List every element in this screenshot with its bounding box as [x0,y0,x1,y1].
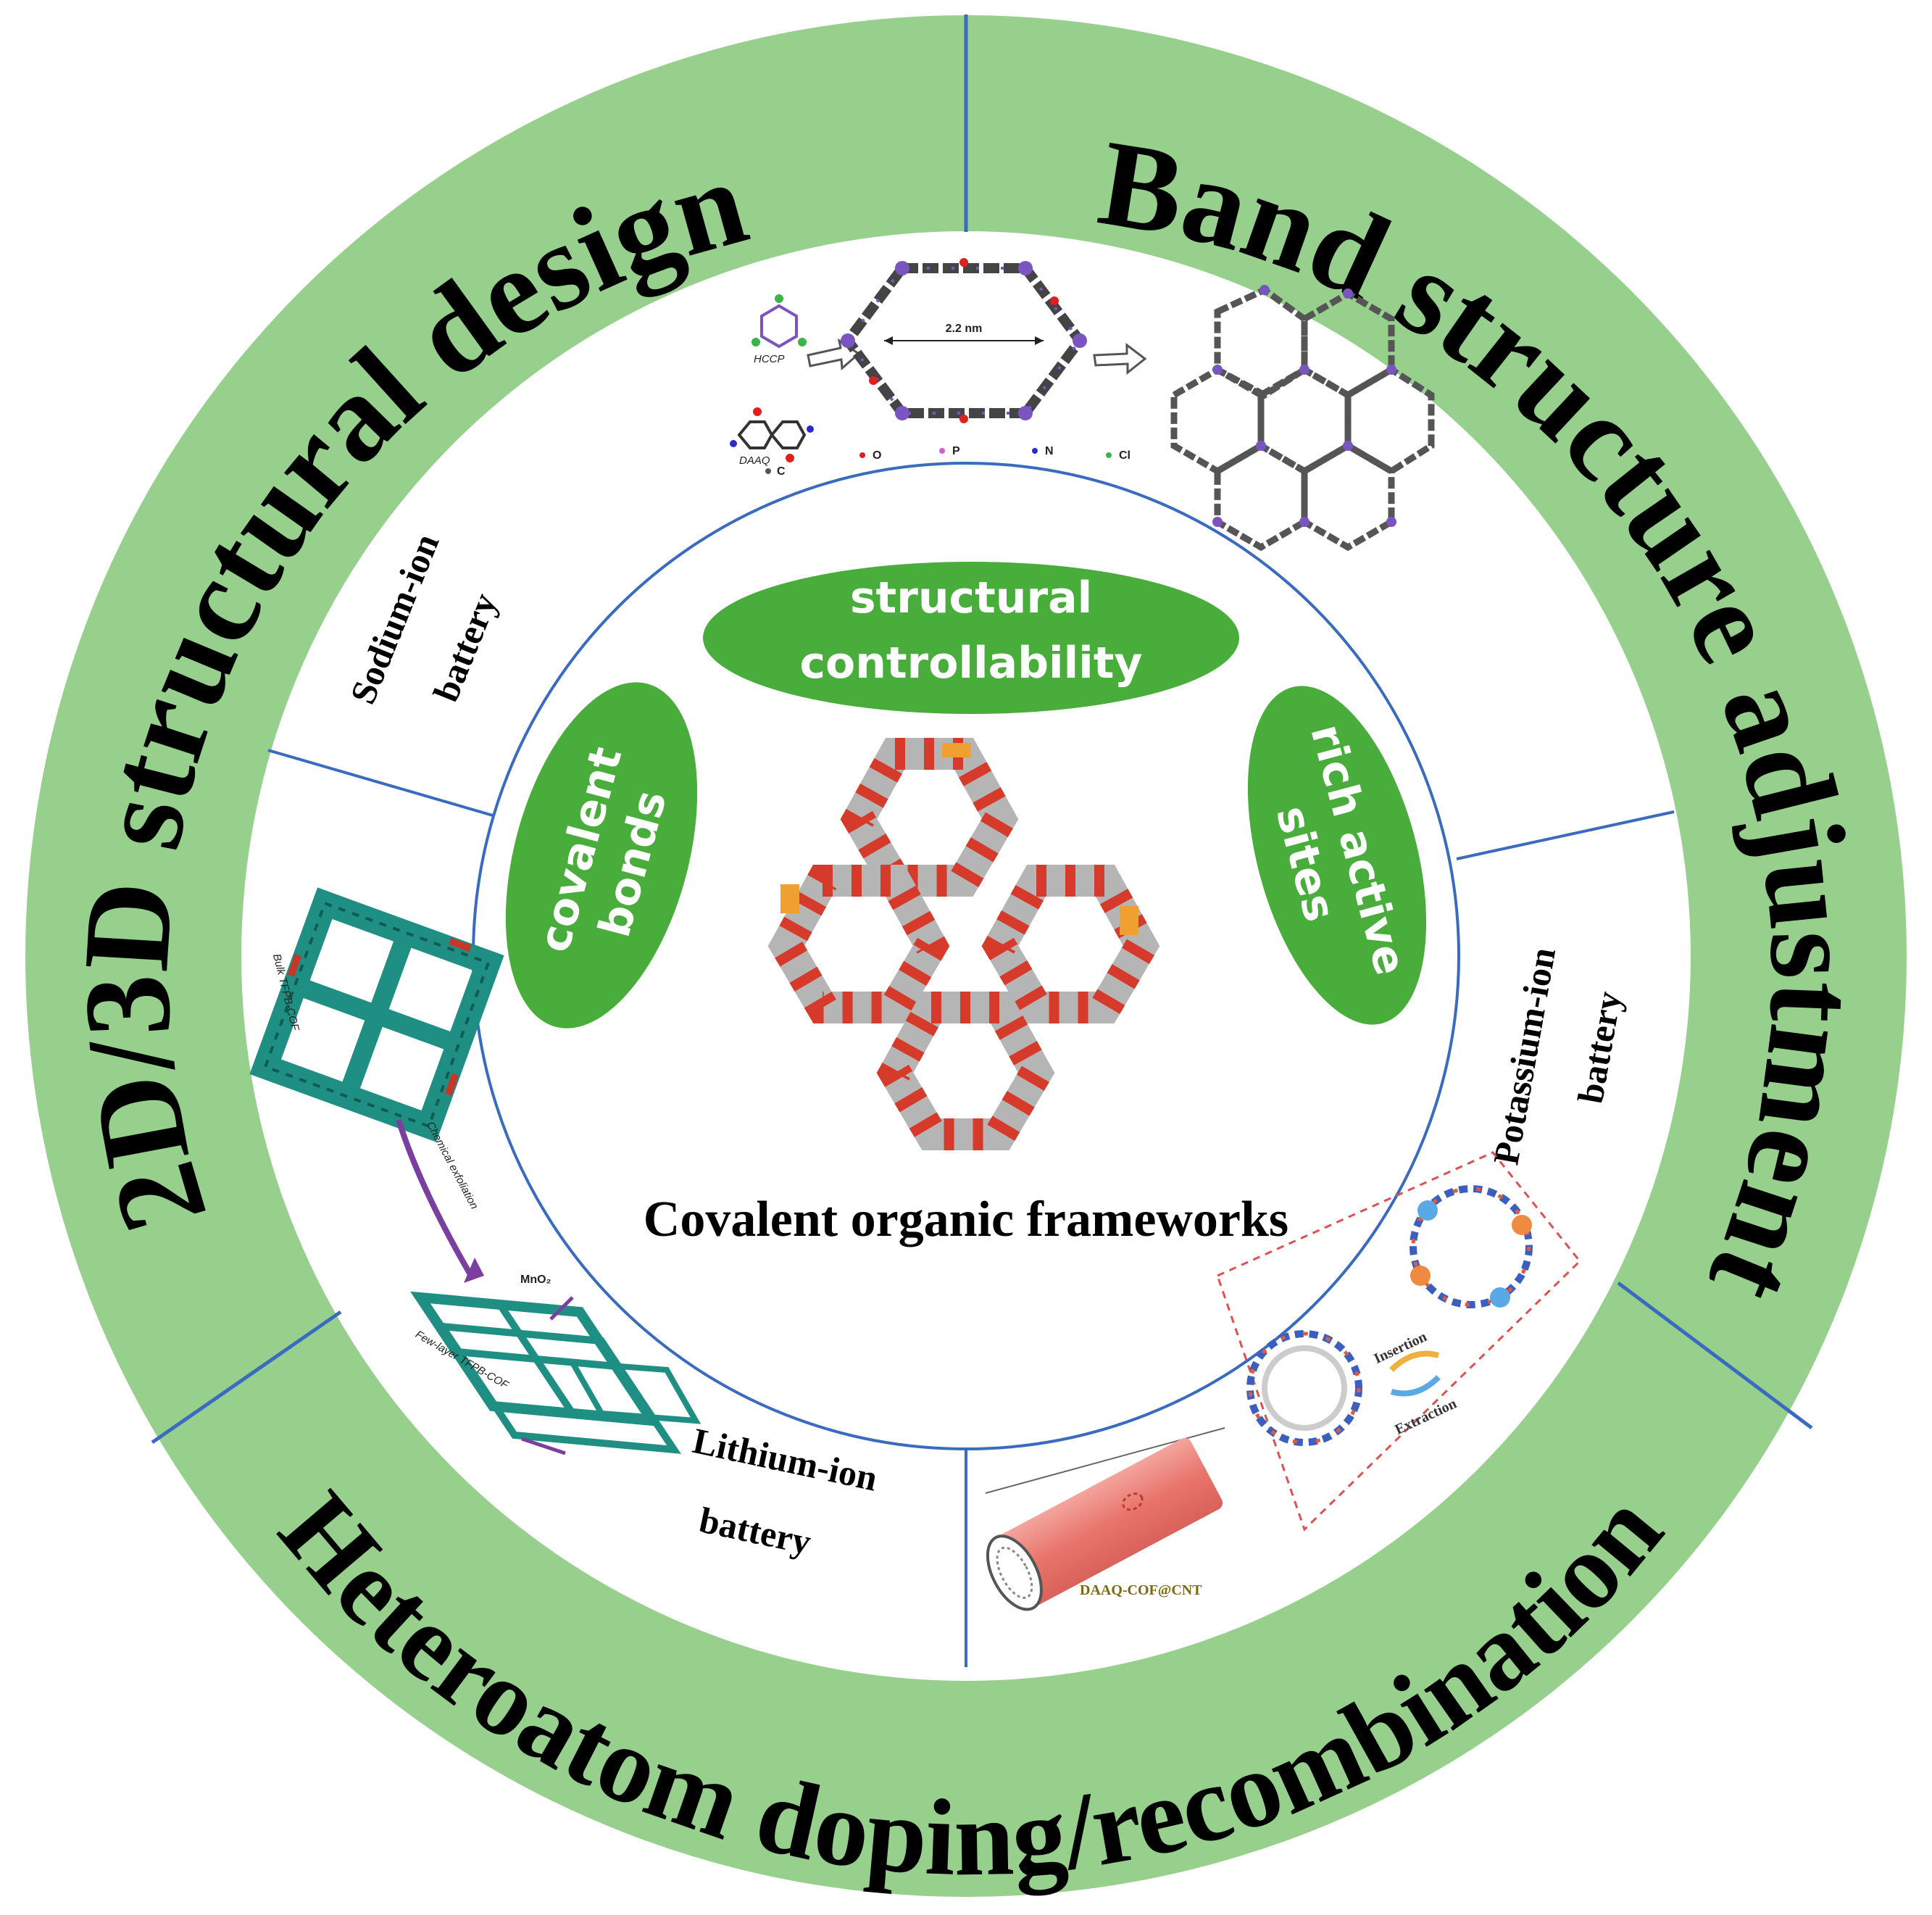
feature-structural-controllability: structural controllability [703,562,1239,714]
exfoliation-arrow [396,1118,474,1278]
legend-o: O [873,449,881,462]
outer-divider-right [1617,1281,1813,1430]
extended-framework-nodes [1212,285,1396,527]
mno2-arrow [549,1296,574,1321]
extraction-arrow [1390,1375,1441,1397]
legend-n: N [1045,445,1054,457]
hccp-molecule [751,294,807,349]
pore-size-label: 2.2 nm [946,323,983,335]
few-layer-arrow [521,1437,566,1455]
exfoliation-arrowhead [464,1258,484,1283]
legend-p: P [952,445,960,457]
middle-divider-left [267,749,494,817]
macrocycle [841,258,1087,423]
daaq-molecule [730,407,814,462]
bulk-cof [249,887,504,1142]
middle-divider-right [1456,810,1675,860]
cnt-tube [986,1437,1223,1611]
honeycomb-bottom [876,992,1055,1150]
mno2-label: MnO₂ [520,1274,551,1286]
cof-ring-upper [1410,1185,1533,1308]
cnt-label: DAAQ-COF@CNT [1080,1582,1202,1598]
insertion-arrow [1389,1350,1440,1372]
outer-divider-left [151,1310,342,1445]
honeycomb-left [767,865,950,1023]
central-cof-honeycomb [767,738,1160,1150]
arrow-to-framework [1093,342,1147,375]
cof-ring-lower [1246,1330,1362,1446]
sodium-figure: HCCP DAAQ [730,258,1435,552]
legend-cl: Cl [1119,449,1131,462]
feature-top-line2: controllability [799,638,1142,689]
honeycomb-right [981,865,1160,1023]
center-title: Covalent organic frameworks [644,1192,1288,1247]
daaq-label: DAAQ [739,454,770,467]
legend-c: C [777,465,786,478]
few-layer-cof [410,1291,701,1454]
feature-top-line1: structural [850,573,1092,623]
hccp-label: HCCP [754,353,785,365]
feature-covalent-bonds: covalent bonds [505,682,698,1029]
zoom-outline [1216,1151,1582,1532]
